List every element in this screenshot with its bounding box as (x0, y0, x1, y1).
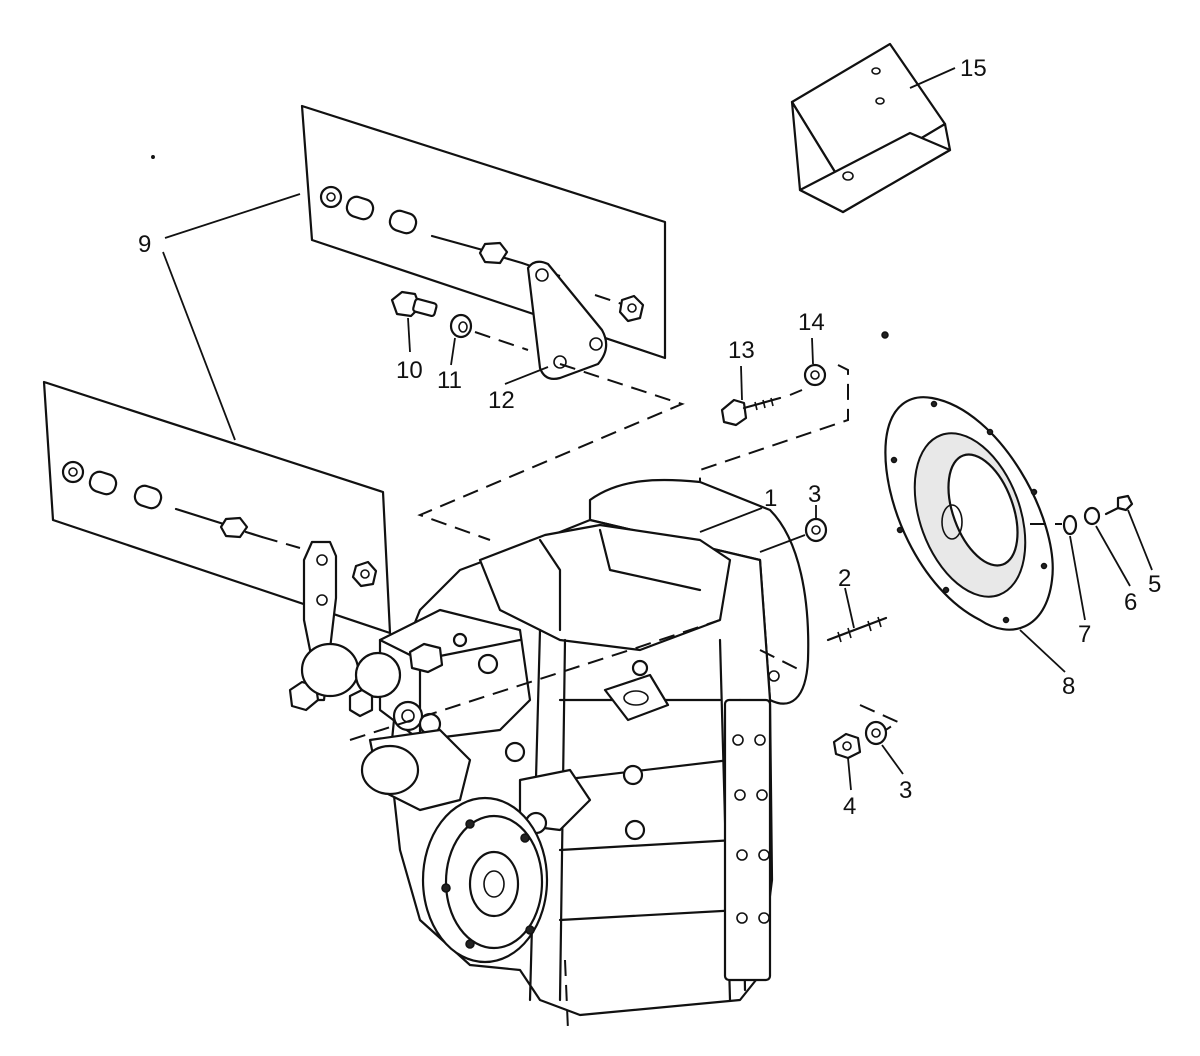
part-6-lock-washer (1083, 506, 1101, 526)
oil-cooler-housing (360, 728, 592, 835)
output-coupling-flange (421, 796, 549, 964)
callout-4: 4 (843, 793, 856, 820)
callout-14: 14 (798, 309, 825, 336)
callout-3-lower: 3 (899, 777, 912, 804)
part-4-nut (832, 732, 862, 760)
callout-7: 7 (1078, 621, 1091, 648)
callout-8: 8 (1062, 673, 1075, 700)
part-13-bolt (720, 396, 782, 427)
callout-13: 13 (728, 337, 755, 364)
callout-15: 15 (960, 55, 987, 82)
part-10-bolt (390, 290, 438, 318)
part-9-mount-kit-upper-panel (300, 104, 667, 360)
callout-labels: 15 9 14 13 10 11 12 1 3 2 8 7 6 5 4 3 (138, 55, 1161, 820)
part-9-mount-kit-lower-panel (42, 380, 392, 635)
callout-2: 2 (838, 565, 851, 592)
callout-9: 9 (138, 231, 151, 258)
part-8-drive-plate (884, 396, 1054, 631)
part-11-washer (449, 313, 529, 351)
part-15-angle-bracket (790, 42, 952, 214)
callout-6: 6 (1124, 589, 1137, 616)
part-3-washer-lower (864, 720, 888, 746)
part-5-screw (1104, 494, 1134, 516)
callout-12: 12 (488, 387, 515, 414)
callout-11: 11 (437, 367, 462, 394)
callout-5: 5 (1148, 571, 1161, 598)
callout-3-upper: 3 (808, 481, 821, 508)
callout-leaders (162, 67, 1153, 791)
part-12-mounting-plate (526, 260, 608, 380)
part-3-washer-upper (804, 517, 828, 543)
callout-10: 10 (396, 357, 423, 384)
part-14-washer (803, 363, 827, 387)
control-valve-assembly (300, 608, 532, 742)
callout-1: 1 (764, 485, 777, 512)
part-7-washer (1062, 514, 1078, 536)
part-2-stud (826, 616, 888, 643)
